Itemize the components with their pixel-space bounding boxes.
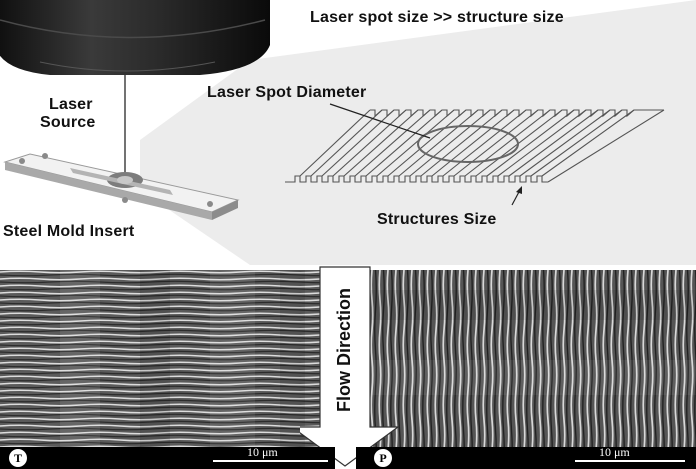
laser-spot-circle xyxy=(417,125,519,163)
laser-label-line2: Source xyxy=(40,114,96,131)
sem-image-transverse xyxy=(0,270,335,447)
badge-transverse: T xyxy=(9,449,27,467)
laser-label-line1: Laser xyxy=(49,96,93,113)
laser-schematic xyxy=(0,0,696,265)
scale-label-left: 10 μm xyxy=(247,445,278,459)
scale-label-right: 10 μm xyxy=(599,445,630,459)
structures-size-label: Structures Size xyxy=(377,211,497,228)
surface-structure-diagram xyxy=(285,109,665,183)
mold-insert-plate xyxy=(3,153,240,220)
spot-diameter-pointer xyxy=(329,103,431,139)
spot-diameter-label: Laser Spot Diameter xyxy=(207,84,367,101)
sem-texture-parallel xyxy=(370,270,696,447)
structure-size-arrowhead xyxy=(516,186,522,194)
spot-vs-structure-label: Laser spot size >> structure size xyxy=(310,9,564,26)
zoom-cone xyxy=(140,0,696,265)
flow-direction-arrow xyxy=(300,266,400,467)
scalebar-strip-right xyxy=(356,447,696,469)
laser-head xyxy=(0,0,270,75)
sem-texture-transverse xyxy=(0,270,335,447)
badge-parallel: P xyxy=(374,449,392,467)
scale-line-left xyxy=(213,460,328,462)
insert-label: Steel Mold Insert xyxy=(3,223,135,240)
scalebar-strip-left xyxy=(0,447,335,469)
scale-line-right xyxy=(575,460,685,462)
flow-direction-label: Flow Direction xyxy=(334,287,354,412)
sem-image-parallel xyxy=(370,270,696,447)
